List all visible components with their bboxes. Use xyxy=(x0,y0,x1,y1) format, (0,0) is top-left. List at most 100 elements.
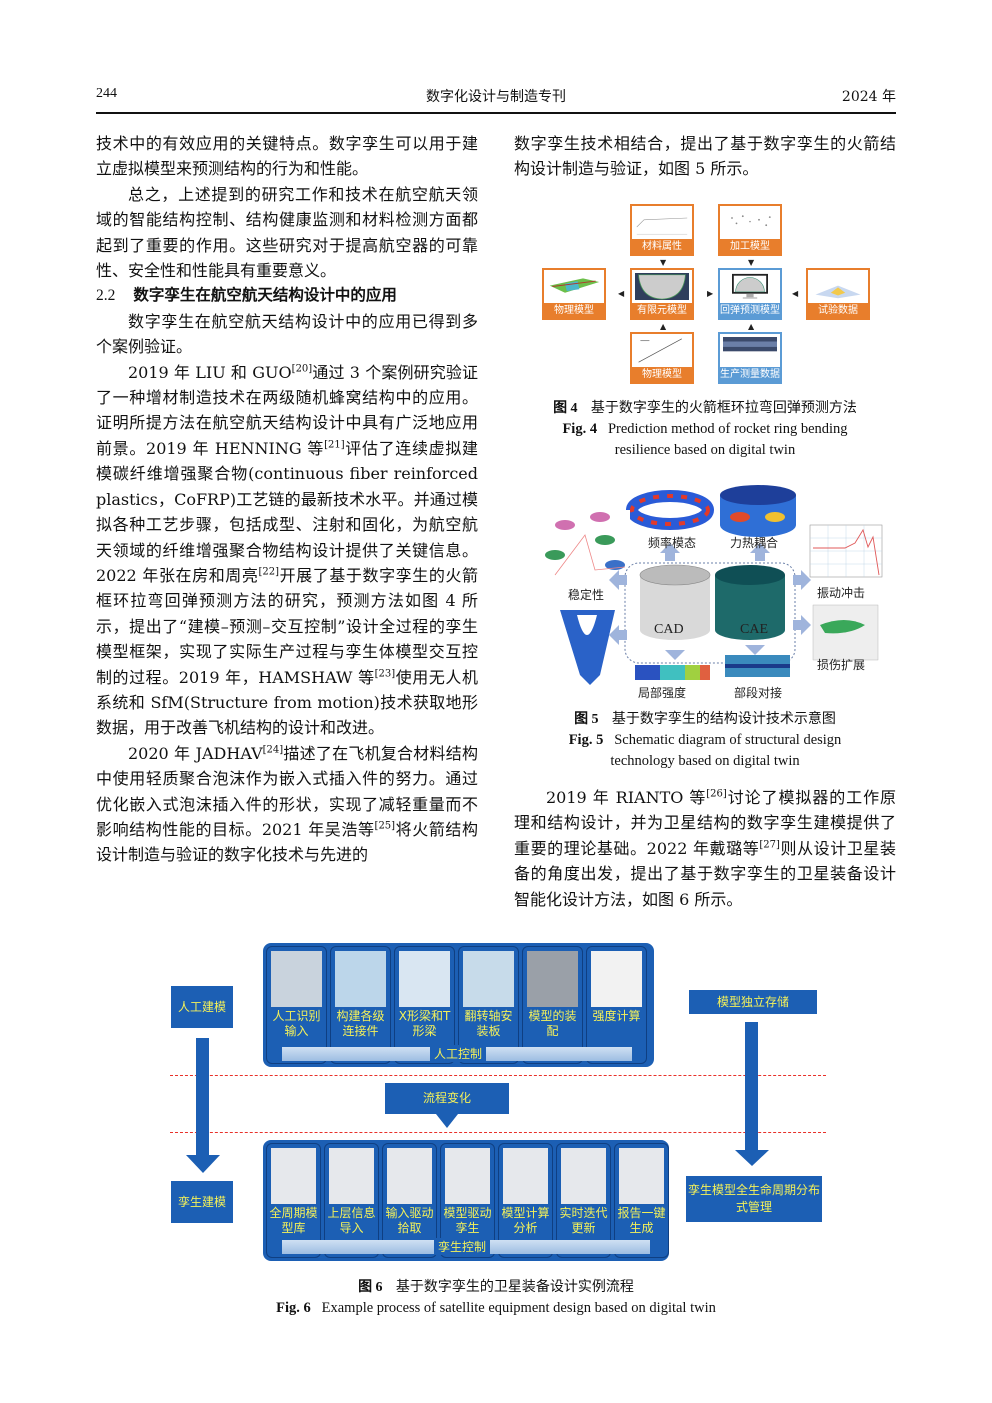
twin-step-thumbnail xyxy=(387,1148,432,1204)
figure-4-caption: 图 4 基于数字孪生的火箭框环拉弯回弹预测方法 Fig. 4 Predictio… xyxy=(505,398,905,461)
vibration-shock-plot xyxy=(809,524,883,578)
header-rule xyxy=(96,112,896,114)
cae-cylinder xyxy=(715,565,785,640)
manual-step-thumbnail xyxy=(527,951,578,1007)
process-change-box: 流程变化 xyxy=(385,1083,509,1114)
citation: [24] xyxy=(262,744,284,756)
cad-assembly-thumbnail xyxy=(549,278,600,293)
paragraph: 2020 年 JADHAV[24]描述了在飞机复合材料结构中使用轻质聚合泡沫作为… xyxy=(96,741,478,868)
left-vertical-arrow xyxy=(196,1038,209,1158)
manual-step-label: 人工识别输入 xyxy=(272,1009,321,1038)
fig4-box-label: 加工模型 xyxy=(720,239,780,254)
section-title: 数字孪生在航空航天结构设计中的应用 xyxy=(133,286,397,305)
caption-en: technology based on digital twin xyxy=(610,753,800,769)
manual-step-card: 强度计算 xyxy=(586,946,647,1064)
section-number: 2.2 xyxy=(96,287,116,305)
twin-step-card: 上层信息导入 xyxy=(324,1143,379,1258)
right-column-top: 数字孪生技术相结合，提出了基于数字孪生的火箭结构设计制造与验证，如图 5 所示。 xyxy=(514,131,896,182)
arrow-down-icon xyxy=(186,1155,220,1173)
fig4-box-label: 材料属性 xyxy=(632,239,692,254)
caption-text: 基于数字孪生的卫星装备设计实例流程 xyxy=(395,1279,634,1295)
text-run: 使用无人机系统和 SfM(Structure from motion)技术获取地… xyxy=(96,667,478,738)
fig4-box: 物理模型 xyxy=(630,332,694,384)
thermal-coupling-ring xyxy=(720,485,796,537)
twin-step-label: 上层信息导入 xyxy=(327,1206,376,1235)
twin-step-thumbnail xyxy=(503,1148,548,1204)
text-run: 则从设计卫星装备的角度出发，提出了基于数字孪生的卫星装备设计智能化设计方法，如图… xyxy=(514,838,896,909)
fig4-box-label: 试验数据 xyxy=(808,303,868,318)
line-plot-thumbnail xyxy=(636,217,688,235)
paragraph: 总之，上述提到的研究工作和技术在航空航天领域的智能结构控制、结构健康监测和材料检… xyxy=(96,184,478,281)
damage-propagation-plot xyxy=(812,604,879,661)
frequency-mode-ring xyxy=(626,490,714,530)
figure-5-caption: 图 5 基于数字孪生的结构设计技术示意图 Fig. 5 Schematic di… xyxy=(505,709,905,772)
manual-step-card: 模型的装配 xyxy=(522,946,583,1064)
local-strength-part xyxy=(635,665,710,680)
caption-cn: 图 5 基于数字孪生的结构设计技术示意图 xyxy=(505,709,905,730)
manual-step-card: X形梁和T形梁 xyxy=(394,946,455,1064)
fig4-box: 生产测量数据 xyxy=(718,332,782,384)
text-run: 2019 年 RIANTO 等 xyxy=(546,788,707,807)
fig4-box: 加工模型 xyxy=(718,204,782,256)
twin-step-label: 输入驱动拾取 xyxy=(385,1206,434,1235)
citation: [26] xyxy=(706,788,727,800)
twin-step-card: 模型计算分析 xyxy=(498,1143,553,1258)
manual-step-label: 构建各级连接件 xyxy=(336,1009,385,1038)
twin-control-label: 孪生控制 xyxy=(434,1238,491,1255)
manual-control-label: 人工控制 xyxy=(430,1045,487,1062)
caption-cn: 图 6 基于数字孪生的卫星装备设计实例流程 xyxy=(96,1277,896,1298)
arrow-left-icon: ◀ xyxy=(792,289,799,298)
twin-modeling-box: 孪生建模 xyxy=(171,1181,233,1223)
paragraph: 2019 年 RIANTO 等[26]讨论了模拟器的工作原理和结构设计，并为卫星… xyxy=(514,785,896,912)
journal-year: 2024 年 xyxy=(841,89,896,105)
caption-en: Fig. 6 Example process of satellite equi… xyxy=(96,1298,896,1319)
caption-text: 基于数字孪生的结构设计技术示意图 xyxy=(611,711,836,727)
divider-line xyxy=(170,1132,826,1133)
arrow-down-icon: ▼ xyxy=(660,258,667,267)
arrow-up-icon: ▲ xyxy=(660,322,667,331)
manual-modeling-box: 人工建模 xyxy=(171,986,233,1028)
caption-label: Fig. 6 xyxy=(276,1300,311,1316)
caption-text: Example process of satellite equipment d… xyxy=(321,1300,716,1316)
fig4-box: 物理模型 xyxy=(542,268,606,320)
twin-step-label: 全周期模型库 xyxy=(269,1206,318,1235)
arrow-down-icon xyxy=(436,1114,458,1128)
manual-step-thumbnail xyxy=(591,951,642,1007)
text-run: 2020 年 JADHAV xyxy=(128,743,263,763)
twin-step-card: 输入驱动拾取 xyxy=(382,1143,437,1258)
fig5-label-thermal-coupling: 力热耦合 xyxy=(730,536,779,550)
paragraph: 数字孪生技术相结合，提出了基于数字孪生的火箭结构设计制造与验证，如图 5 所示。 xyxy=(514,134,896,179)
fig5-label-local-strength: 局部强度 xyxy=(638,686,687,700)
twin-step-thumbnail xyxy=(561,1148,606,1204)
independent-storage-box: 模型独立存储 xyxy=(689,990,817,1014)
fig5-label-section-docking: 部段对接 xyxy=(734,686,783,700)
fig5-label-cad: CAD xyxy=(654,622,684,637)
twin-step-thumbnail xyxy=(445,1148,490,1204)
stability-bracket xyxy=(560,610,615,685)
twin-step-card: 全周期模型库 xyxy=(266,1143,321,1258)
twin-step-thumbnail xyxy=(329,1148,374,1204)
manual-step-label: 模型的装配 xyxy=(528,1009,577,1038)
scatter-thumbnail xyxy=(731,215,771,227)
fig4-box-label: 物理模型 xyxy=(544,303,604,318)
fig5-label-frequency-mode: 频率模态 xyxy=(648,536,697,550)
citation: [27] xyxy=(759,839,780,851)
figure-6-caption: 图 6 基于数字孪生的卫星装备设计实例流程 Fig. 6 Example pro… xyxy=(96,1277,896,1319)
citation: [20] xyxy=(291,363,313,375)
fig5-arrows xyxy=(609,543,811,660)
manual-step-card: 翻转轴安装板 xyxy=(458,946,519,1064)
fig5-label-stability: 稳定性 xyxy=(568,588,605,602)
arrow-down-icon: ▼ xyxy=(748,258,755,267)
monitor-icon xyxy=(732,273,768,299)
fig5-label-vibration-shock: 振动冲击 xyxy=(817,586,866,600)
surface-plot-thumbnail xyxy=(815,285,861,299)
text-run: 通过 3 个案例研究验证了一种增材制造技术在两级随机蜂窝结构中的应用。证明所提方… xyxy=(96,362,478,458)
fig4-box-label: 回弹预测模型 xyxy=(720,303,780,318)
arrow-right-icon: ▶ xyxy=(707,289,714,298)
cad-cylinder xyxy=(639,564,711,640)
fig4-box: 有限元模型 xyxy=(630,268,694,320)
caption-label: Fig. 4 xyxy=(562,421,598,437)
caption-label: Fig. 5 xyxy=(568,732,604,748)
manual-step-card: 构建各级连接件 xyxy=(330,946,391,1064)
citation: [25] xyxy=(374,820,396,832)
